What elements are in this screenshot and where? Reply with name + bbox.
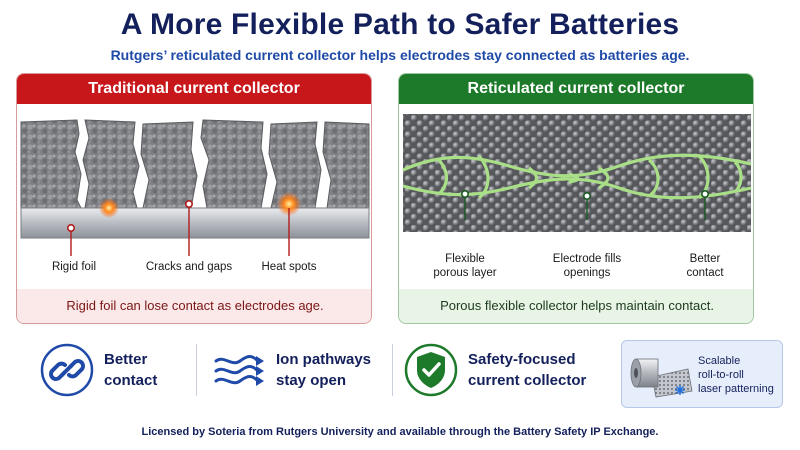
scalable-line: Scalable: [698, 355, 741, 367]
feature-safety: Safety-focused current collector: [404, 336, 586, 404]
feature-label: Safety-focused: [468, 351, 576, 368]
traditional-panel-caption: Rigid foil can lose contact as electrode…: [17, 289, 371, 323]
chain-link-icon: [40, 343, 94, 397]
callout-better-contact: Better contact: [686, 253, 724, 279]
divider: [196, 344, 197, 396]
scalable-line: roll-to-roll: [698, 369, 744, 381]
callout-flexible-layer: Flexible porous layer: [433, 253, 497, 279]
feature-label: stay open: [276, 372, 347, 389]
heat-spot-icon: [277, 192, 301, 216]
feature-label: Ion pathways: [276, 351, 372, 368]
reticulated-collector-illustration: [402, 114, 752, 232]
electrode-particles: [403, 114, 751, 232]
feature-label: contact: [104, 372, 158, 389]
page-title: A More Flexible Path to Safer Batteries: [120, 8, 680, 41]
callout-heat-spots: Heat spots: [261, 261, 317, 273]
heat-spot-icon: [99, 198, 119, 218]
reticulated-panel: Reticulated current collector: [398, 73, 754, 324]
scalable-patterning-box: Scalable roll-to-roll laser patterning: [621, 340, 783, 408]
scalable-line: laser patterning: [698, 383, 774, 395]
feature-label: Better: [104, 351, 148, 368]
feature-label: current collector: [468, 372, 587, 389]
rigid-foil: [20, 207, 370, 239]
callout-rigid-foil: Rigid foil: [51, 261, 97, 273]
reticulated-panel-caption: Porous flexible collector helps maintain…: [399, 289, 753, 323]
page-subtitle: Rutgers’ reticulated current collector h…: [110, 47, 690, 63]
callout-cracks-gaps: Cracks and gaps: [145, 261, 233, 273]
callout-electrode-fills: Electrode fills openings: [552, 253, 622, 279]
wavy-arrows-icon: [214, 355, 264, 386]
divider: [392, 344, 393, 396]
traditional-panel-heading: Traditional current collector: [17, 74, 371, 104]
traditional-collector-illustration: [20, 119, 370, 256]
feature-better-contact: Better contact: [40, 336, 157, 404]
roll-icon: [630, 358, 693, 398]
feature-ion-pathways: Ion pathways stay open: [212, 336, 371, 404]
reticulated-panel-heading: Reticulated current collector: [399, 74, 753, 104]
cracked-electrode-blocks: [20, 119, 370, 209]
license-footer: Licensed by Soteria from Rutgers Univers…: [141, 426, 659, 438]
traditional-panel: Traditional current collector: [16, 73, 372, 324]
shield-check-icon: [404, 343, 458, 397]
